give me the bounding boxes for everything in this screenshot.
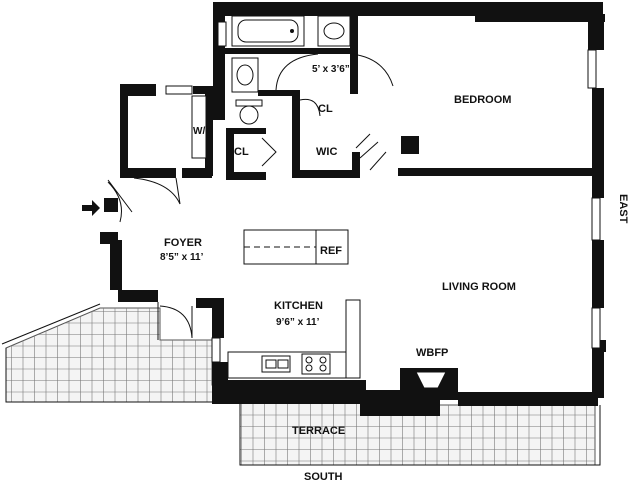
terrace-label: TERRACE [292,425,345,437]
structural-column [401,136,419,154]
entry-arrow-icon [82,200,100,216]
bedroom-label: BEDROOM [454,94,511,106]
bath-sink [317,15,351,47]
closet-lower-label: CL [234,146,249,158]
doors [107,53,394,340]
wd-closet [191,95,207,159]
walk-in-closet-label: WIC [316,146,337,158]
compass-east: EAST [617,194,629,224]
compass-south: SOUTH [304,471,343,483]
toilet [235,99,263,125]
kitchen-counters [227,299,361,379]
foyer-label: FOYER [164,237,202,249]
bathtub [231,15,305,47]
foyer-dims: 8’5” x 11’ [160,252,204,263]
kitchen-dims: 9’6” x 11’ [276,317,320,328]
wbfp-label: WBFP [416,347,448,359]
closet-upper-label: CL [318,103,333,115]
washer-dryer-label: W/D [193,126,212,137]
refrigerator-label: REF [320,245,342,257]
kitchen-island [243,229,349,265]
windows [165,21,601,363]
kitchen-label: KITCHEN [274,300,323,312]
bath-alcove-dims: 5’ x 3’6” [312,64,350,75]
living-room-label: LIVING ROOM [442,281,516,293]
vanity-sink [231,57,259,93]
fireplace [415,371,447,389]
